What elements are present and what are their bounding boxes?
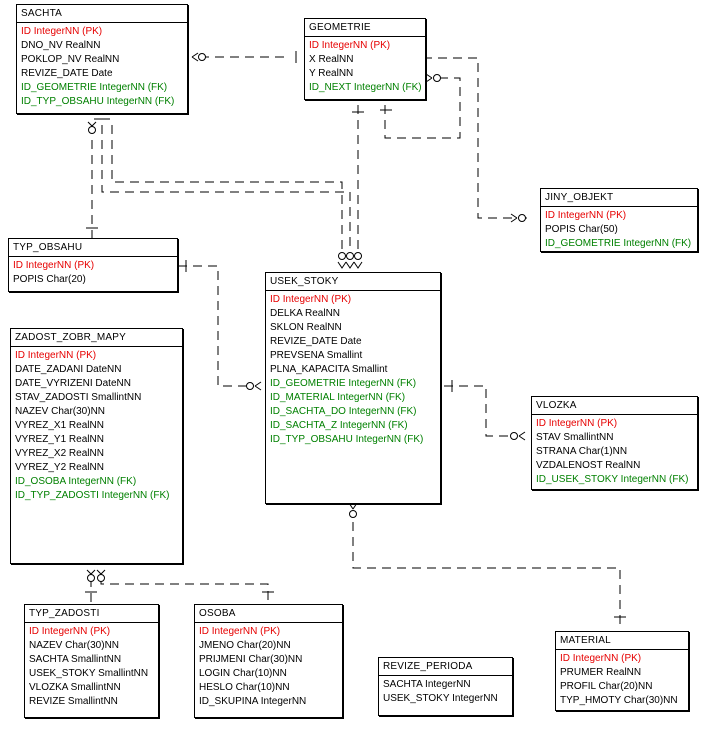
attribute: ID IntegerNN (PK) bbox=[545, 210, 627, 221]
attribute: VZDALENOST RealNN bbox=[536, 460, 641, 471]
attribute: VYREZ_Y1 RealNN bbox=[15, 434, 104, 445]
attribute: ID IntegerNN (PK) bbox=[15, 350, 97, 361]
entity-title: MATERIAL bbox=[556, 632, 688, 650]
attribute: PLNA_KAPACITA Smallint bbox=[270, 364, 388, 375]
entity-title: JINY_OBJEKT bbox=[541, 189, 697, 207]
rel-jiny-objekt-geometrie bbox=[426, 57, 527, 219]
attribute: SACHTA SmallintNN bbox=[29, 654, 122, 665]
attribute: USEK_STOKY SmallintNN bbox=[29, 668, 149, 679]
rel-usek-sachta-do bbox=[101, 125, 351, 250]
attribute: ID IntegerNN (PK) bbox=[309, 40, 391, 51]
entity-typ-obsahu[interactable]: TYP_OBSAHU ID IntegerNN (PK) POPIS Char(… bbox=[8, 238, 178, 292]
attribute: ID_SACHTA_Z IntegerNN (FK) bbox=[270, 420, 408, 431]
rel-vlozka-usek bbox=[444, 385, 510, 437]
attribute: ID_GEOMETRIE IntegerNN (FK) bbox=[545, 238, 692, 249]
attribute: ID_TYP_OBSAHU IntegerNN (FK) bbox=[270, 434, 424, 445]
attribute: VYREZ_Y2 RealNN bbox=[15, 462, 104, 473]
attribute: ID_TYP_OBSAHU IntegerNN (FK) bbox=[21, 96, 175, 107]
entity-sachta[interactable]: SACHTA ID IntegerNN (PK) DNO_NV RealNN P… bbox=[16, 4, 188, 114]
attribute: NAZEV Char(30)NN bbox=[29, 640, 120, 651]
attribute: ID_USEK_STOKY IntegerNN (FK) bbox=[536, 474, 689, 485]
attribute: POPIS Char(20) bbox=[13, 274, 86, 285]
attribute: HESLO Char(10)NN bbox=[199, 682, 290, 693]
attribute: ID_SACHTA_DO IntegerNN (FK) bbox=[270, 406, 417, 417]
rel-geometrie-self bbox=[384, 77, 461, 139]
entity-zadost-zobr-mapy[interactable]: ZADOST_ZOBR_MAPY ID IntegerNN (PK) DATE_… bbox=[10, 328, 183, 564]
attribute: SKLON RealNN bbox=[270, 322, 342, 333]
attribute: DATE_ZADANI DateNN bbox=[15, 364, 122, 375]
entity-title: OSOBA bbox=[195, 605, 342, 623]
attribute: ID IntegerNN (PK) bbox=[13, 260, 95, 271]
entity-typ-zadosti[interactable]: TYP_ZADOSTI ID IntegerNN (PK) NAZEV Char… bbox=[24, 604, 159, 718]
entity-title: ZADOST_ZOBR_MAPY bbox=[11, 329, 182, 347]
entity-vlozka[interactable]: VLOZKA ID IntegerNN (PK) STAV SmallintNN… bbox=[531, 396, 698, 490]
attribute: DATE_VYRIZENI DateNN bbox=[15, 378, 131, 389]
attribute: LOGIN Char(10)NN bbox=[199, 668, 287, 679]
entity-title: REVIZE_PERIODA bbox=[379, 658, 512, 676]
attribute: X RealNN bbox=[309, 54, 354, 65]
attribute: USEK_STOKY IntegerNN bbox=[383, 693, 498, 704]
attribute: REVIZE_DATE Date bbox=[270, 336, 362, 347]
attribute: POPIS Char(50) bbox=[545, 224, 618, 235]
attribute: PRUMER RealNN bbox=[560, 667, 642, 678]
entity-revize-perioda[interactable]: REVIZE_PERIODA SACHTA IntegerNN USEK_STO… bbox=[378, 657, 513, 716]
entity-title: TYP_ZADOSTI bbox=[25, 605, 158, 623]
attribute: ID IntegerNN (PK) bbox=[560, 653, 642, 664]
attribute: ID IntegerNN (PK) bbox=[199, 626, 281, 637]
attribute: ID IntegerNN (PK) bbox=[29, 626, 111, 637]
attribute: SACHTA IntegerNN bbox=[383, 679, 471, 690]
attribute: NAZEV Char(30)NN bbox=[15, 406, 106, 417]
entity-title: USEK_STOKY bbox=[266, 273, 440, 291]
rel-usek-typ-obsahu bbox=[178, 265, 248, 387]
attribute: PRIJMENI Char(30)NN bbox=[199, 654, 303, 665]
attribute: PREVSENA Smallint bbox=[270, 350, 363, 361]
attribute: ID IntegerNN (PK) bbox=[536, 418, 618, 429]
rel-usek-sachta-z bbox=[111, 125, 343, 250]
entity-title: TYP_OBSAHU bbox=[9, 239, 177, 257]
entity-jiny-objekt[interactable]: JINY_OBJEKT ID IntegerNN (PK) POPIS Char… bbox=[540, 188, 698, 252]
attribute: ID_NEXT IntegerNN (FK) bbox=[309, 82, 422, 93]
entity-material[interactable]: MATERIAL ID IntegerNN (PK) PRUMER RealNN… bbox=[555, 631, 689, 711]
entity-osoba[interactable]: OSOBA ID IntegerNN (PK) JMENO Char(20)NN… bbox=[194, 604, 343, 718]
attribute: REVIZE SmallintNN bbox=[29, 696, 118, 707]
attribute: ID_SKUPINA IntegerNN bbox=[199, 696, 307, 707]
entity-title: SACHTA bbox=[17, 5, 187, 23]
attribute: VYREZ_X2 RealNN bbox=[15, 448, 104, 459]
entity-title: GEOMETRIE bbox=[305, 19, 425, 37]
rel-usek-material bbox=[352, 522, 621, 630]
attribute: ID_GEOMETRIE IntegerNN (FK) bbox=[270, 378, 417, 389]
attribute: ID_OSOBA IntegerNN (FK) bbox=[15, 476, 137, 487]
attribute: DNO_NV RealNN bbox=[21, 40, 101, 51]
attribute: ID IntegerNN (PK) bbox=[270, 294, 352, 305]
attribute: ID_MATERIAL IntegerNN (FK) bbox=[270, 392, 406, 403]
entity-usek-stoky[interactable]: USEK_STOKY ID IntegerNN (PK) DELKA RealN… bbox=[265, 272, 441, 504]
attribute: STRANA Char(1)NN bbox=[536, 446, 628, 457]
entity-geometrie[interactable]: GEOMETRIE ID IntegerNN (PK) X RealNN Y R… bbox=[304, 18, 426, 100]
attribute: TYP_HMOTY Char(30)NN bbox=[560, 695, 678, 706]
attribute: DELKA RealNN bbox=[270, 308, 341, 319]
attribute: POKLOP_NV RealNN bbox=[21, 54, 120, 65]
attribute: JMENO Char(20)NN bbox=[199, 640, 291, 651]
attribute: ID_TYP_ZADOSTI IntegerNN (FK) bbox=[15, 490, 170, 501]
attribute: VYREZ_X1 RealNN bbox=[15, 420, 104, 431]
attribute: ID_GEOMETRIE IntegerNN (FK) bbox=[21, 82, 168, 93]
attribute: VLOZKA SmallintNN bbox=[29, 682, 121, 693]
rel-zadost-osoba bbox=[100, 578, 269, 604]
attribute: Y RealNN bbox=[309, 68, 354, 79]
attribute: REVIZE_DATE Date bbox=[21, 68, 113, 79]
attribute: ID IntegerNN (PK) bbox=[21, 26, 103, 37]
attribute: STAV_ZADOSTI SmallintNN bbox=[15, 392, 142, 403]
attribute: PROFIL Char(20)NN bbox=[560, 681, 653, 692]
attribute: STAV SmallintNN bbox=[536, 432, 614, 443]
entity-title: VLOZKA bbox=[532, 397, 697, 415]
